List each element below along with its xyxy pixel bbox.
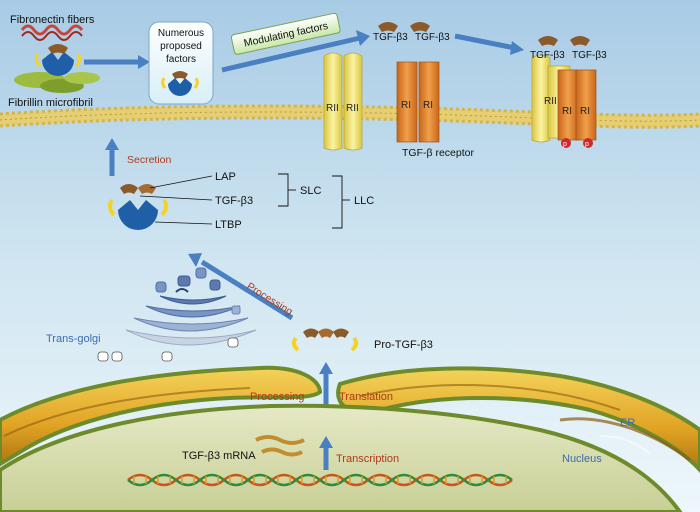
pro-tgf-b3-icon (291, 328, 359, 352)
dna-helix (127, 473, 513, 487)
er-label: ER (620, 417, 635, 429)
translation-label: Translation (339, 391, 393, 403)
tgf-b3-label-e: TGF-β3 (215, 195, 253, 207)
rii-label-3: RII (544, 96, 557, 107)
lap-label: LAP (215, 171, 236, 183)
tgf-b3-label-d: TGF-β3 (572, 50, 607, 61)
llc-complex-icon (107, 184, 169, 230)
fibrillin-microfibril (14, 72, 100, 93)
secretion-label: Secretion (127, 154, 172, 166)
arrow-processing (200, 259, 294, 321)
nucleus (0, 403, 683, 512)
fibronectin-fibers (20, 24, 84, 41)
tgf-b3-label-c: TGF-β3 (530, 50, 565, 61)
llc-label: LLC (354, 195, 374, 207)
endoplasmic-reticulum (0, 365, 700, 473)
latent-complex-ecm-icon (34, 44, 82, 76)
trans-golgi-label: Trans-golgi (46, 333, 101, 345)
ri-label-4: RI (580, 106, 590, 117)
slc-label: SLC (300, 185, 321, 197)
pro-tgf-b3-label: Pro-TGF-β3 (374, 339, 433, 351)
receptor-complex-bound (531, 36, 597, 148)
rii-label-2: RII (346, 103, 359, 114)
mrna-strands (255, 435, 305, 457)
ri-label-2: RI (423, 100, 433, 111)
mrna-label: TGF-β3 mRNA (182, 450, 256, 462)
ri-label-1: RI (401, 100, 411, 111)
trans-golgi (125, 267, 257, 346)
rii-label-1: RII (326, 103, 339, 114)
numerous-factors-box (148, 21, 214, 105)
tgf-b3-ligand-pair-1 (378, 22, 430, 32)
tgf-b3-label-a: TGF-β3 (373, 32, 408, 43)
transcription-label: Transcription (336, 453, 399, 465)
ltbp-leader (154, 221, 213, 225)
arrow-ligand-to-complex (454, 33, 516, 51)
golgi-vesicles (97, 337, 239, 362)
processing-label-er: Processing (250, 391, 304, 403)
phospho-label-1: p (563, 141, 567, 148)
proposed-label: proposed (160, 41, 202, 52)
fibronectin-label: Fibronectin fibers (10, 14, 95, 26)
tgf-b3-label-b: TGF-β3 (415, 32, 450, 43)
phospho-site-2 (583, 138, 593, 148)
ri-label-3: RI (562, 106, 572, 117)
tgf-leader (139, 195, 213, 201)
ltbp-label: LTBP (215, 219, 242, 231)
factors-label: factors (166, 54, 196, 65)
receptor-ri-unbound (396, 61, 440, 143)
lap-leader (149, 175, 213, 189)
phospho-label-2: p (585, 141, 589, 148)
llc-bracket (332, 175, 343, 229)
phospho-site-1 (561, 138, 571, 148)
numerous-label: Numerous (158, 28, 204, 39)
tgf-b-receptor-label: TGF-β receptor (402, 147, 474, 159)
nucleus-label: Nucleus (562, 453, 602, 465)
receptor-rii-unbound (323, 52, 363, 151)
fibrillin-label: Fibrillin microfibril (8, 97, 93, 109)
